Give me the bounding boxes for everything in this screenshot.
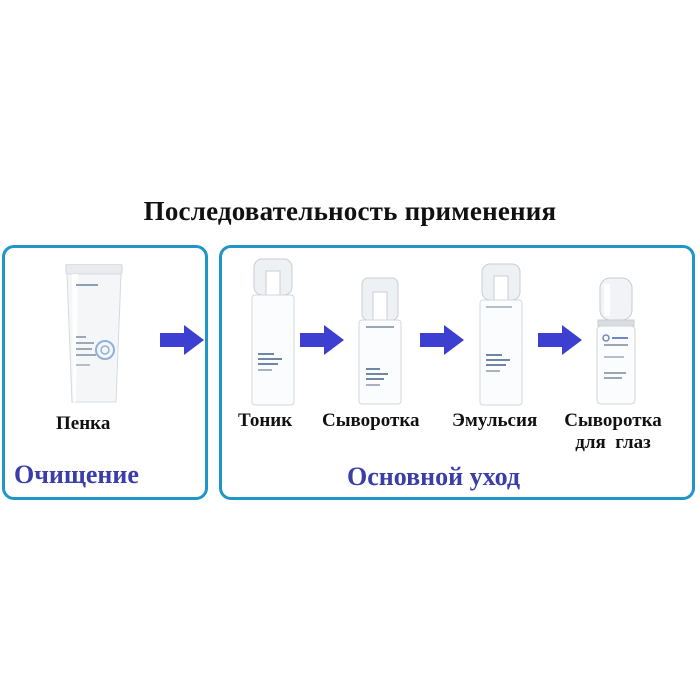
arrow-right-icon xyxy=(538,325,582,355)
foam-product-image xyxy=(65,264,123,403)
eye-serum-label: Сыворотка для глаз xyxy=(552,410,674,454)
serum-product-image xyxy=(358,277,402,405)
eye-serum-label-line2: для глаз xyxy=(575,432,651,453)
eye-serum-label-line1: Сыворотка xyxy=(564,410,662,431)
eye-serum-product-image xyxy=(596,277,636,405)
cleansing-group-box xyxy=(2,245,208,500)
emulsion-label: Эмульсия xyxy=(452,410,538,431)
serum-label: Сыворотка xyxy=(322,410,420,431)
cleansing-group-label: Очищение xyxy=(14,460,139,489)
basic-care-group-box xyxy=(219,245,695,500)
toner-label: Тоник xyxy=(238,410,293,431)
page-title: Последовательность применения xyxy=(143,196,557,226)
arrow-right-icon xyxy=(420,325,464,355)
foam-label: Пенка xyxy=(56,413,111,434)
emulsion-product-image xyxy=(479,263,523,406)
basic-care-group-label: Основной уход xyxy=(347,462,521,491)
arrow-right-icon xyxy=(300,325,344,355)
arrow-right-icon xyxy=(160,325,204,355)
toner-product-image xyxy=(251,258,295,406)
